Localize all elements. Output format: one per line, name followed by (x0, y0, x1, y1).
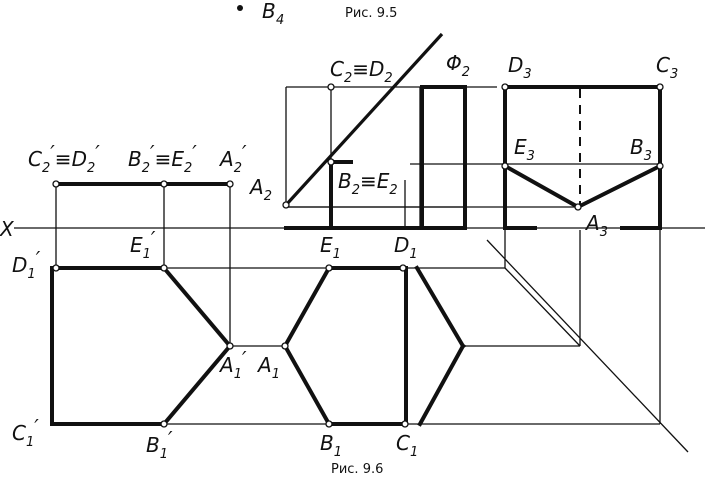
label-d1: D1 (394, 233, 418, 262)
label-d3: D3 (508, 53, 532, 82)
profile-view-outline (502, 85, 663, 230)
label-b1: B1 (320, 431, 342, 460)
label-e1-prime: E1′ (130, 227, 156, 262)
label-c1: C1 (396, 431, 418, 460)
frontal-view-outline (284, 85, 467, 230)
label-a1-prime: A1′ (218, 347, 247, 382)
label-b1-prime: B1′ (146, 427, 173, 462)
label-a2: A2 (248, 175, 272, 204)
figure-caption-bottom: Рис. 9.6 (331, 462, 383, 477)
figure-caption-top: Рис. 9.5 (345, 6, 397, 21)
label-c3: C3 (656, 53, 678, 82)
svg-text:4: 4 (276, 13, 284, 28)
label-c2d2: C2≡D2 (330, 57, 393, 86)
label-b2e2-prime: B2′≡E2′ (128, 141, 197, 176)
label-e1: E1 (320, 233, 341, 262)
section-outline (414, 265, 466, 427)
label-a2-prime: A2′ (218, 141, 247, 176)
left-view-outline (50, 182, 233, 427)
label-e3: E3 (514, 135, 535, 164)
points (52, 83, 664, 428)
top-view-hexagon (282, 265, 408, 427)
label-a1: A1 (256, 353, 280, 382)
label-b2e2: B2≡E2 (338, 169, 398, 198)
label-b3: B3 (630, 135, 652, 164)
label-phi2: Φ2 (446, 51, 470, 80)
top-fragment-label: B 4 (237, 0, 284, 28)
label-c2d2-prime: C2′≡D2′ (28, 141, 100, 176)
cutting-plane-phi2 (284, 32, 444, 207)
label-d1-prime: D1′ (12, 247, 41, 282)
label-c1-prime: C1′ (12, 415, 39, 450)
svg-text:B: B (262, 0, 276, 23)
label-a3: A3 (584, 211, 608, 240)
x-axis-label: X (0, 217, 15, 241)
